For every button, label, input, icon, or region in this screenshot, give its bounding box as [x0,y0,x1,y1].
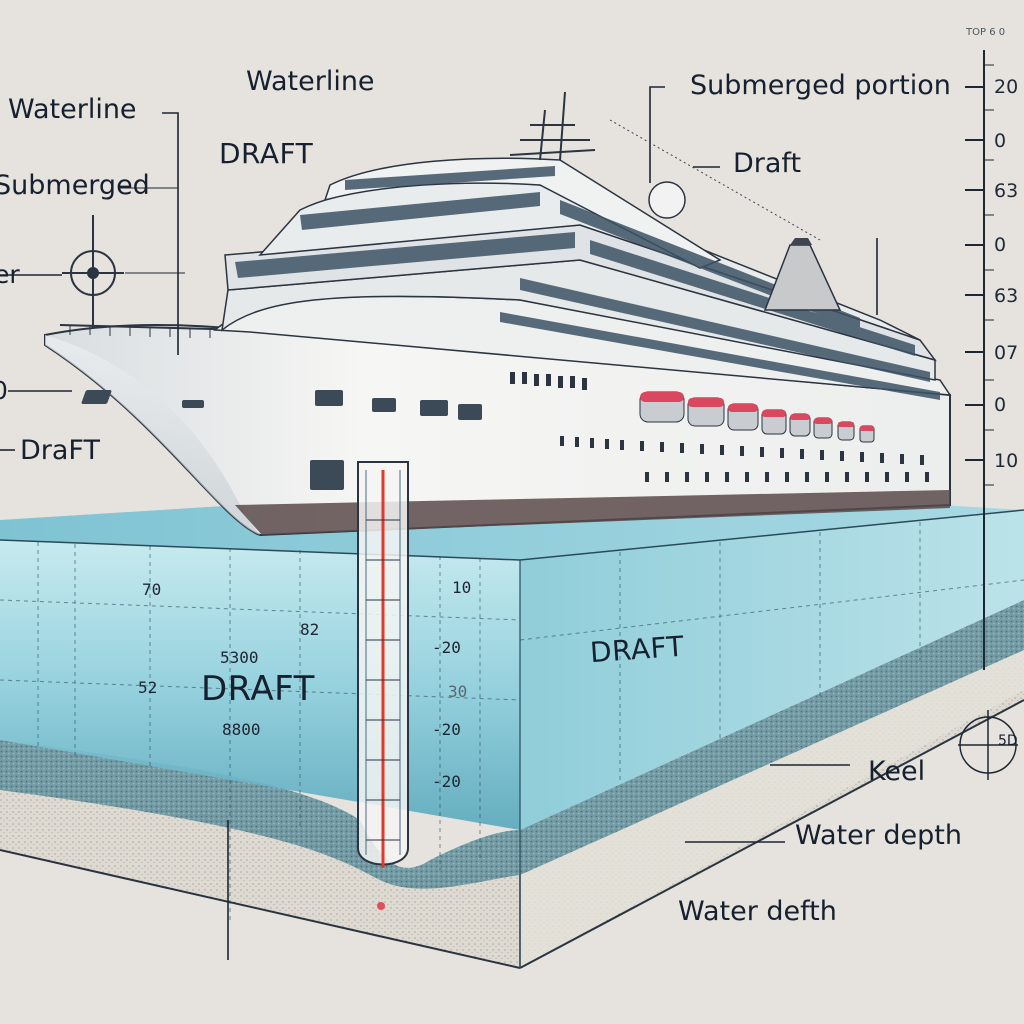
scale-value-3: 0 [994,234,1007,256]
water-side-face [520,510,1024,830]
label-water-depth-2: Water defth [678,896,837,927]
tick-right-3: -20 [432,720,461,739]
label-submerged-portion: Submerged portion [690,70,951,101]
scale-value-1: 0 [994,130,1007,152]
tick-right-4: -20 [432,772,461,791]
tick-left-0: 70 [142,580,162,599]
scale-value-5: 07 [994,342,1019,364]
tick-left-4: 8800 [222,720,261,739]
porthole-row [510,372,587,390]
tick-left-1: 82 [300,620,320,639]
leader-lines [0,86,878,960]
water-grid [0,522,1024,920]
compass-symbol [958,710,1018,780]
label-waterline-top: Waterline [246,66,375,97]
label-water-depth-1: Water depth [795,820,962,851]
tick-left-3: 52 [138,678,158,697]
dotted-guide [609,119,821,241]
right-scale [965,50,994,670]
scale-value-4: 63 [994,285,1019,307]
compass-label: 5D [998,733,1018,749]
scale-value-7: 10 [994,450,1019,472]
lifeboats [639,391,875,443]
radar-dome [648,181,686,219]
label-draft-underwater-right: DRAFT [588,629,686,670]
gravel-layer [0,600,1024,889]
label-waterline-left: Waterline [8,94,137,125]
scale-value-2: 63 [994,180,1019,202]
scale-header: TOP 6 0 [966,27,1006,38]
label-left-cut-2: 0 [0,378,8,403]
mast [509,91,596,161]
draft-gauge [357,461,409,910]
label-draft-right-top: Draft [733,148,802,179]
tick-right-2: 30 [448,682,468,701]
scale-value-0: 20 [994,76,1019,98]
seabed-block [0,640,1024,969]
funnel [763,244,842,311]
bow-mast [62,215,124,328]
tick-right-1: -20 [432,638,461,657]
label-draft-left: DraFT [20,435,100,466]
label-left-cut-1: er [0,260,20,289]
scale-value-6: 0 [994,394,1007,416]
label-draft-caps-top: DRAFT [219,137,314,170]
label-submerged-left: Submerged [0,170,150,201]
label-keel: Keel [868,756,926,787]
tick-left-2: 5300 [220,648,259,667]
label-draft-underwater-left: DRAFT [201,669,315,709]
ship-hull [44,324,951,537]
tick-right-0: 10 [452,578,472,597]
